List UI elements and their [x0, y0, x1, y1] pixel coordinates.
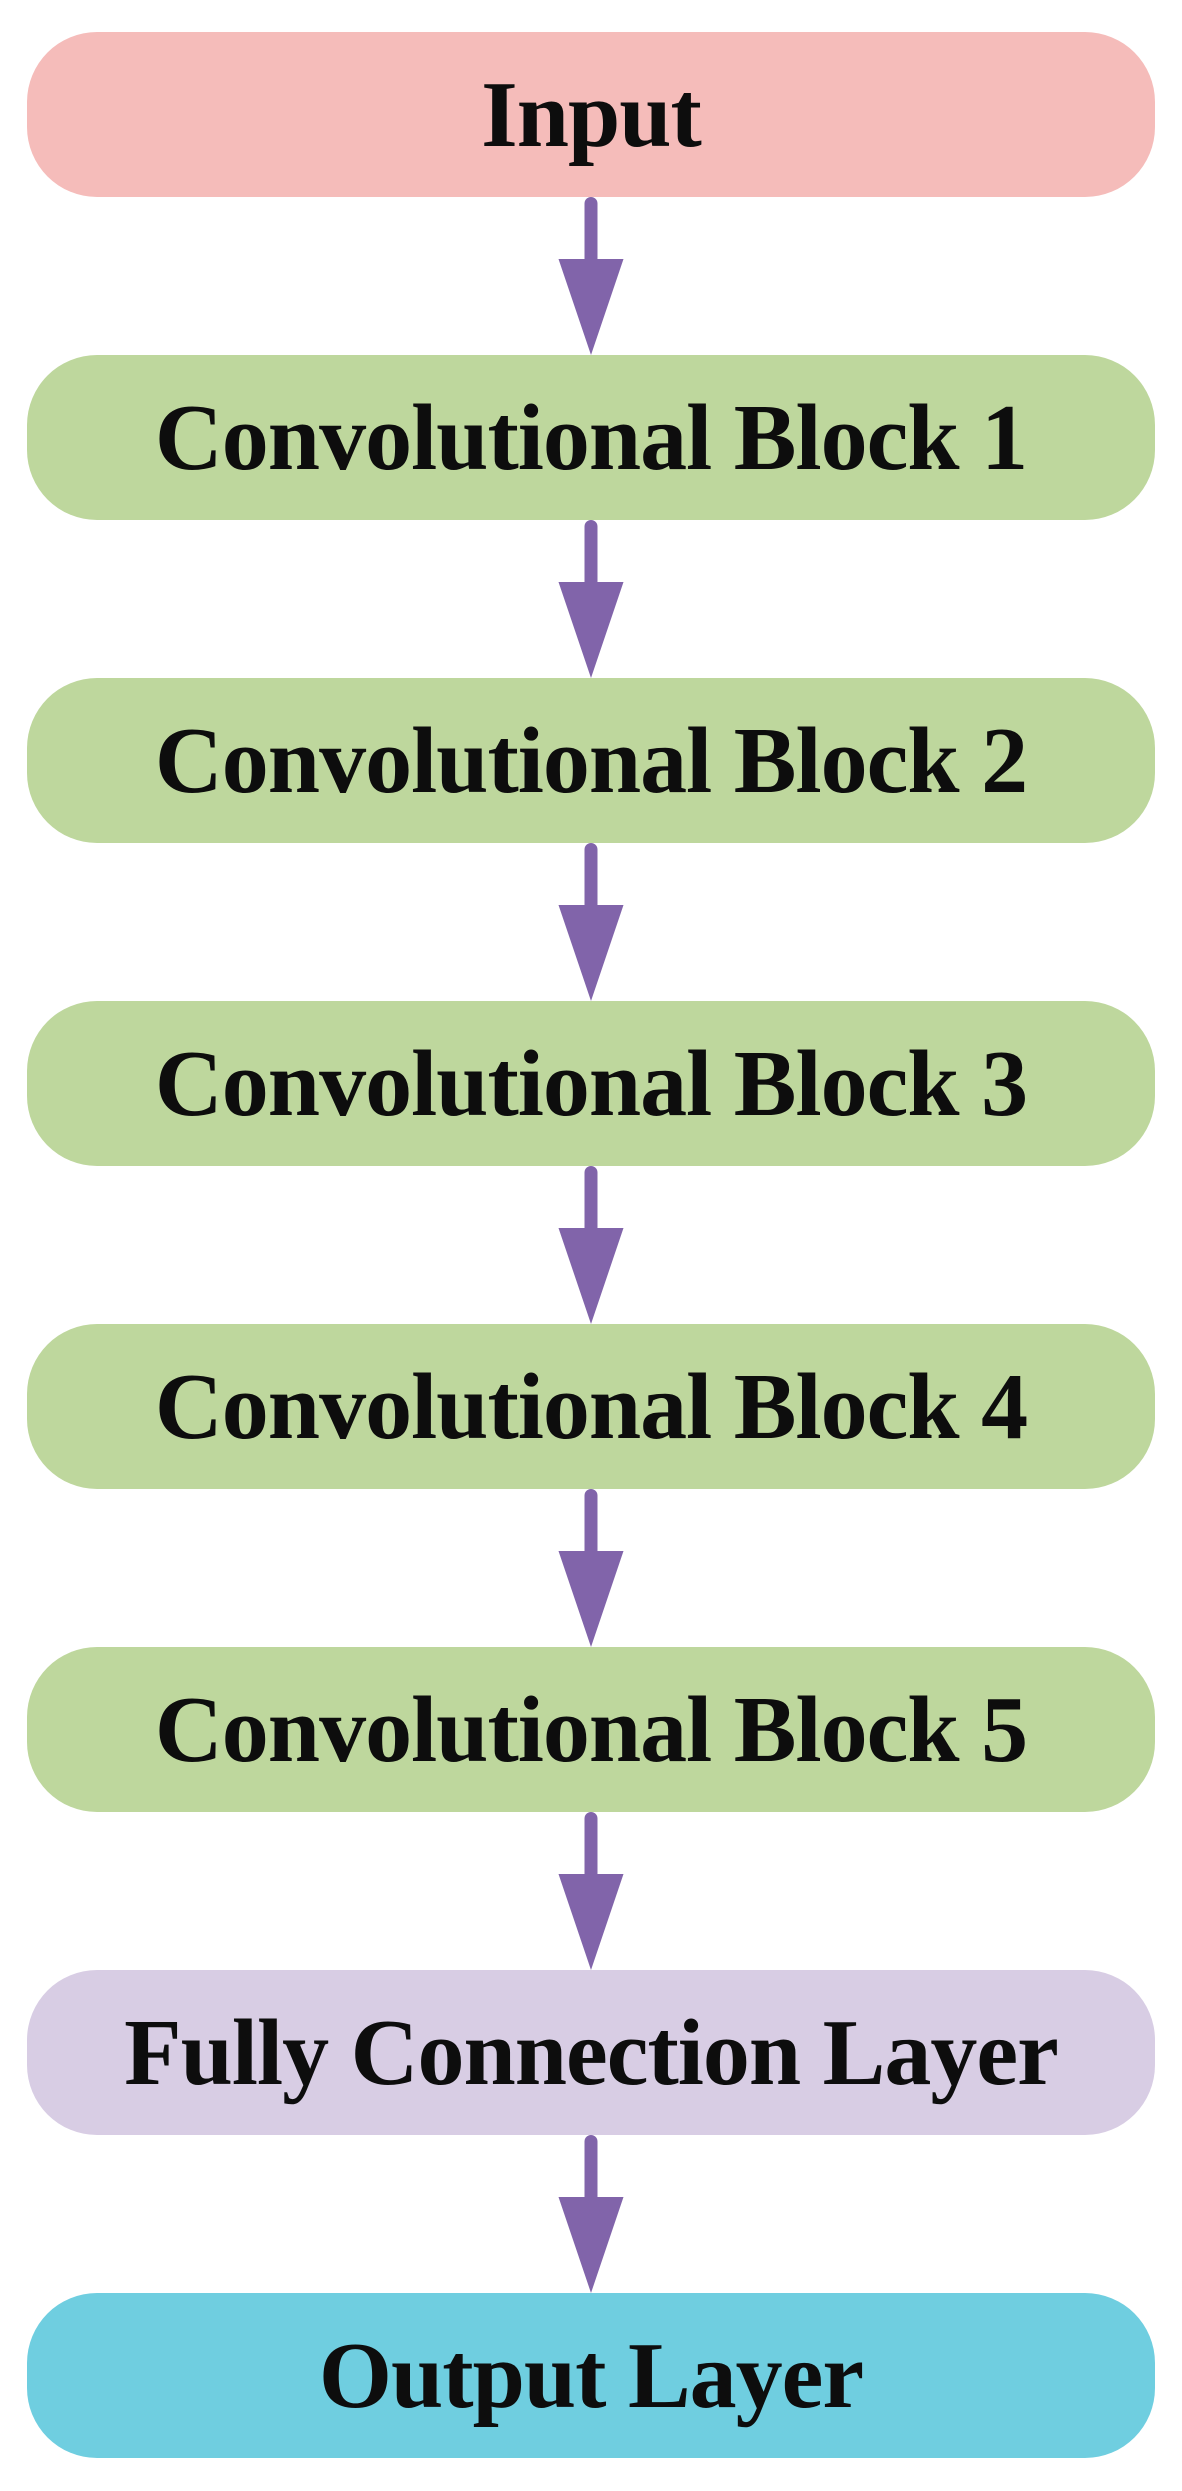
arrow-down-icon — [558, 197, 624, 355]
node-fully-connection-layer: Fully Connection Layer — [27, 1970, 1155, 2135]
arrow-down-icon — [558, 1489, 624, 1647]
node-output-layer: Output Layer — [27, 2293, 1155, 2458]
node-conv-block-2: Convolutional Block 2 — [27, 678, 1155, 843]
arrow-down-icon — [558, 2135, 624, 2293]
node-conv-block-5: Convolutional Block 5 — [27, 1647, 1155, 1812]
arrow-down-icon — [558, 1166, 624, 1324]
node-input: Input — [27, 32, 1155, 197]
arrow-down-icon — [558, 1812, 624, 1970]
arrow-down-icon — [558, 520, 624, 678]
node-conv-block-1: Convolutional Block 1 — [27, 355, 1155, 520]
arrow-down-icon — [558, 843, 624, 1001]
node-conv-block-3: Convolutional Block 3 — [27, 1001, 1155, 1166]
node-conv-block-4: Convolutional Block 4 — [27, 1324, 1155, 1489]
